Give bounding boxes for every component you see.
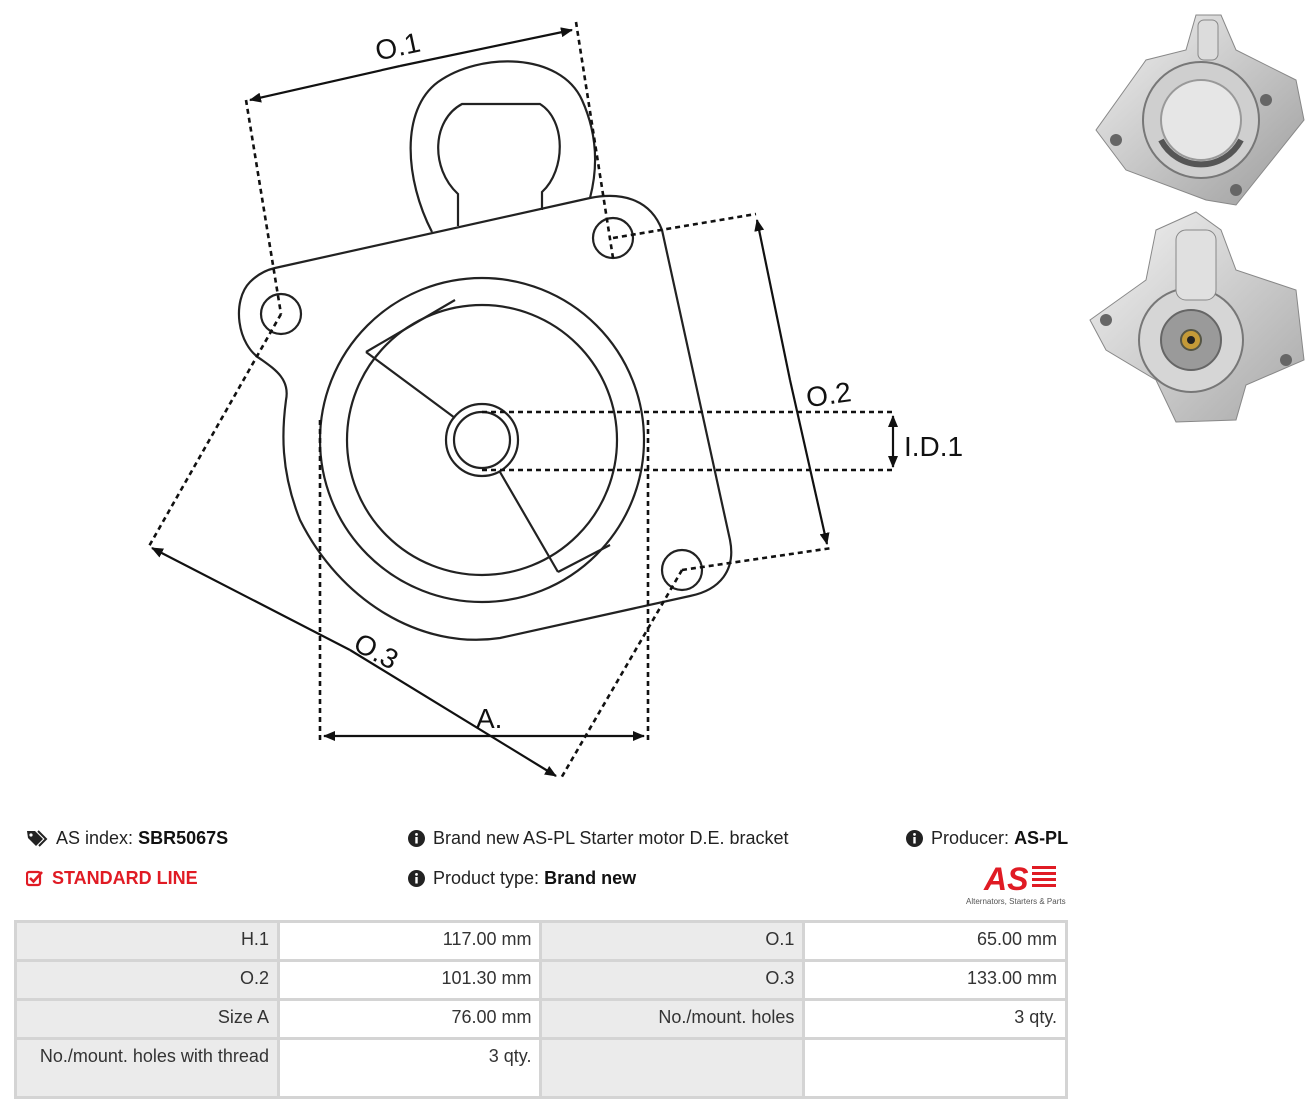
sector-lines <box>365 351 559 573</box>
as-pl-logo[interactable]: AS Alternators, Starters & Parts <box>962 860 1072 908</box>
sector-edge-top <box>365 299 456 353</box>
info-icon <box>408 870 425 887</box>
logo-mark: AS <box>983 861 1029 897</box>
spec-label: O.2 <box>14 959 280 1001</box>
label-o1: O.1 <box>372 27 423 67</box>
spec-value: 133.00 mm <box>802 959 1068 1001</box>
description: Brand new AS-PL Starter motor D.E. brack… <box>408 828 788 849</box>
spec-label: O.3 <box>539 959 806 1001</box>
spec-value: 76.00 mm <box>276 998 543 1040</box>
flange-outline <box>237 194 733 641</box>
spec-label <box>539 1037 806 1099</box>
info-icon <box>408 830 425 847</box>
tags-icon <box>27 830 48 847</box>
mount-hole-bottom <box>660 548 704 592</box>
product-type-label: Product type: <box>433 868 540 888</box>
spec-value: 65.00 mm <box>802 920 1068 962</box>
bracket-front-photo[interactable] <box>1086 10 1308 210</box>
spec-value <box>802 1037 1068 1099</box>
product-type: Product type: Brand new <box>408 868 636 889</box>
spec-label: No./mount. holes <box>539 998 806 1040</box>
spec-label: No./mount. holes with thread <box>14 1037 280 1099</box>
specs-table: H.1 117.00 mm O.1 65.00 mm O.2 101.30 mm… <box>14 920 1068 1099</box>
top-loop-outer <box>409 60 597 233</box>
check-square-icon <box>26 870 43 887</box>
bracket-back-photo[interactable] <box>1086 210 1308 430</box>
product-type-value: Brand new <box>544 868 637 888</box>
spec-value: 3 qty. <box>802 998 1068 1040</box>
standard-line: STANDARD LINE <box>26 868 198 889</box>
bracket-outline-drawing: O.1 O.2 O.3 I.D.1 A. <box>146 21 963 781</box>
logo-tagline: Alternators, Starters & Parts <box>966 897 1066 906</box>
bearing-outer-circle <box>444 402 520 478</box>
standard-line-label: STANDARD LINE <box>52 868 198 888</box>
info-icon <box>906 830 923 847</box>
sector-edge-bottom <box>557 544 611 573</box>
spec-label: Size A <box>14 998 280 1040</box>
bearing-inner-circle <box>452 410 512 470</box>
mount-hole-left <box>259 292 303 336</box>
bore-inner-circle <box>345 303 619 577</box>
producer-value: AS-PL <box>1014 828 1069 848</box>
label-id1: I.D.1 <box>904 431 963 462</box>
producer-label: Producer: <box>931 828 1010 848</box>
label-o2: O.2 <box>804 376 853 413</box>
as-index: AS index: SBR5067S <box>26 828 228 849</box>
bracket-front-icon <box>1095 14 1305 206</box>
spec-value: 117.00 mm <box>276 920 543 962</box>
table-row: No./mount. holes with thread 3 qty. <box>14 1037 1068 1099</box>
technical-drawing: O.1 O.2 O.3 I.D.1 A. <box>146 21 963 781</box>
table-row: H.1 117.00 mm O.1 65.00 mm <box>14 920 1068 962</box>
producer: Producer: AS-PL <box>906 828 1068 849</box>
as-index-value: SBR5067S <box>138 828 229 848</box>
spec-value: 101.30 mm <box>276 959 543 1001</box>
table-row: O.2 101.30 mm O.3 133.00 mm <box>14 959 1068 1001</box>
label-a: A. <box>476 703 502 734</box>
label-o3: O.3 <box>349 627 403 676</box>
table-row: Size A 76.00 mm No./mount. holes 3 qty. <box>14 998 1068 1040</box>
top-loop-inner <box>437 102 561 226</box>
spec-label: O.1 <box>539 920 806 962</box>
as-index-label: AS index: <box>56 828 134 848</box>
bracket-back-icon <box>1089 211 1305 423</box>
spec-value: 3 qty. <box>276 1037 543 1099</box>
description-text: Brand new AS-PL Starter motor D.E. brack… <box>433 828 789 848</box>
spec-label: H.1 <box>14 920 280 962</box>
as-pl-logo-icon: AS Alternators, Starters & Parts <box>966 861 1066 906</box>
